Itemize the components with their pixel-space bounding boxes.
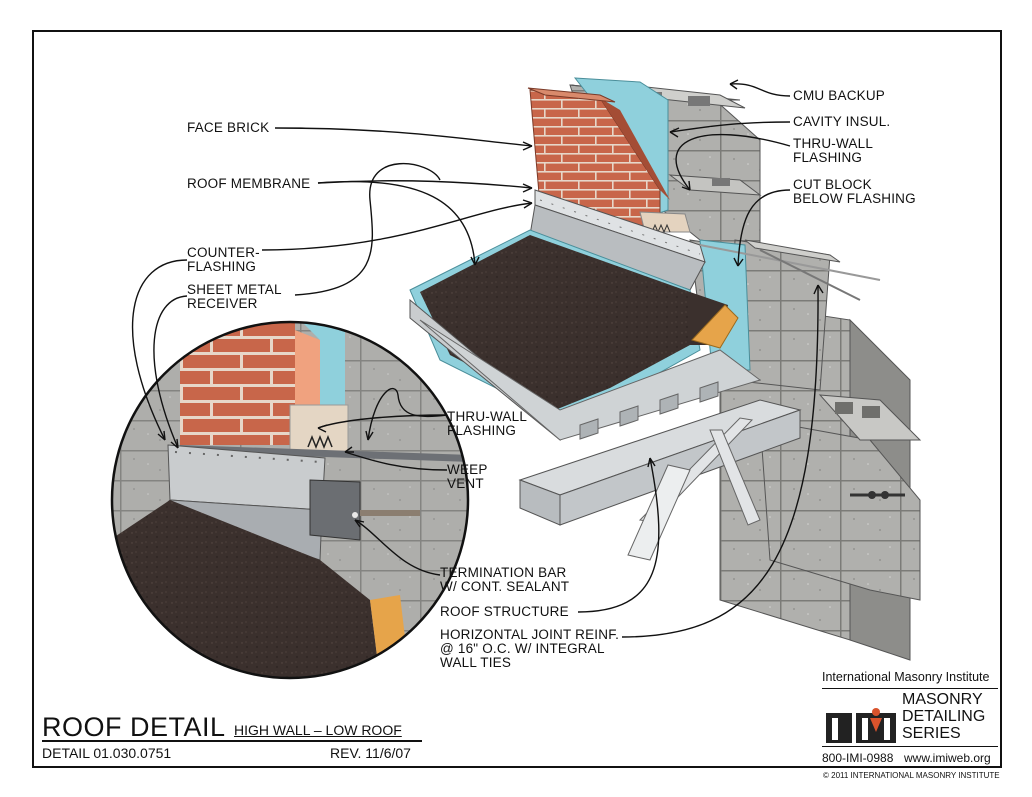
phone-number: 800-IMI-0988 <box>822 751 894 765</box>
label-thru-wall-top-1: THRU-WALL <box>793 136 874 151</box>
roof-assembly <box>409 229 802 561</box>
detail-number: DETAIL 01.030.0751 <box>42 745 172 761</box>
counter-flashing <box>529 189 881 301</box>
institute-name: International Masonry Institute <box>822 670 990 684</box>
revision-date: REV. 11/6/07 <box>330 745 411 761</box>
drawing-frame <box>32 30 1002 768</box>
label-cavity-insul: CAVITY INSUL. <box>793 114 891 129</box>
label-cmu-backup: CMU BACKUP <box>793 88 886 103</box>
label-weep-2: VENT <box>447 476 484 491</box>
series-line-2: DETAILING <box>902 708 986 725</box>
label-cut-block-1: CUT BLOCK <box>793 177 872 192</box>
drawing-subtitle: HIGH WALL – LOW ROOF <box>234 722 402 738</box>
label-joint-reinf-3: WALL TIES <box>440 655 512 670</box>
brand-divider-top <box>822 688 998 689</box>
label-thru-wall-top-2: FLASHING <box>793 150 863 165</box>
label-joint-reinf-2: @ 16" O.C. W/ INTEGRAL <box>440 641 605 656</box>
label-termination-2: W/ CONT. SEALANT <box>440 579 570 594</box>
label-roof-structure: ROOF STRUCTURE <box>440 604 569 619</box>
copyright-notice: © 2011 INTERNATIONAL MASONRY INSTITUTE <box>823 771 1000 780</box>
leader-lines <box>131 79 824 638</box>
brand-divider-bottom <box>822 746 998 747</box>
label-weep-1: WEEP <box>447 462 488 477</box>
imi-logo-icon <box>826 708 896 743</box>
enlarged-detail-circle <box>112 322 468 678</box>
label-sheet-metal-1: SHEET METAL <box>187 282 282 297</box>
drawing-title: ROOF DETAIL <box>42 712 226 742</box>
series-line-1: MASONRY <box>902 691 983 708</box>
label-termination-1: TERMINATION BAR <box>440 565 567 580</box>
website-link[interactable]: www.imiweb.org <box>904 751 991 765</box>
label-roof-membrane: ROOF MEMBRANE <box>187 176 311 191</box>
label-cut-block-2: BELOW FLASHING <box>793 191 916 206</box>
label-counter-flashing-2: FLASHING <box>187 259 257 274</box>
label-counter-flashing-1: COUNTER- <box>187 245 260 260</box>
title-underline <box>42 740 422 742</box>
face-brick-wall <box>527 87 691 234</box>
detail-circle-outline <box>110 320 470 680</box>
label-sheet-metal-2: RECEIVER <box>187 296 258 311</box>
series-line-3: SERIES <box>902 725 961 742</box>
label-thru-wall-mid-2: FLASHING <box>447 423 517 438</box>
label-face-brick: FACE BRICK <box>187 120 270 135</box>
label-joint-reinf-1: HORIZONTAL JOINT REINF. <box>440 627 620 642</box>
label-thru-wall-mid-1: THRU-WALL <box>447 409 528 424</box>
